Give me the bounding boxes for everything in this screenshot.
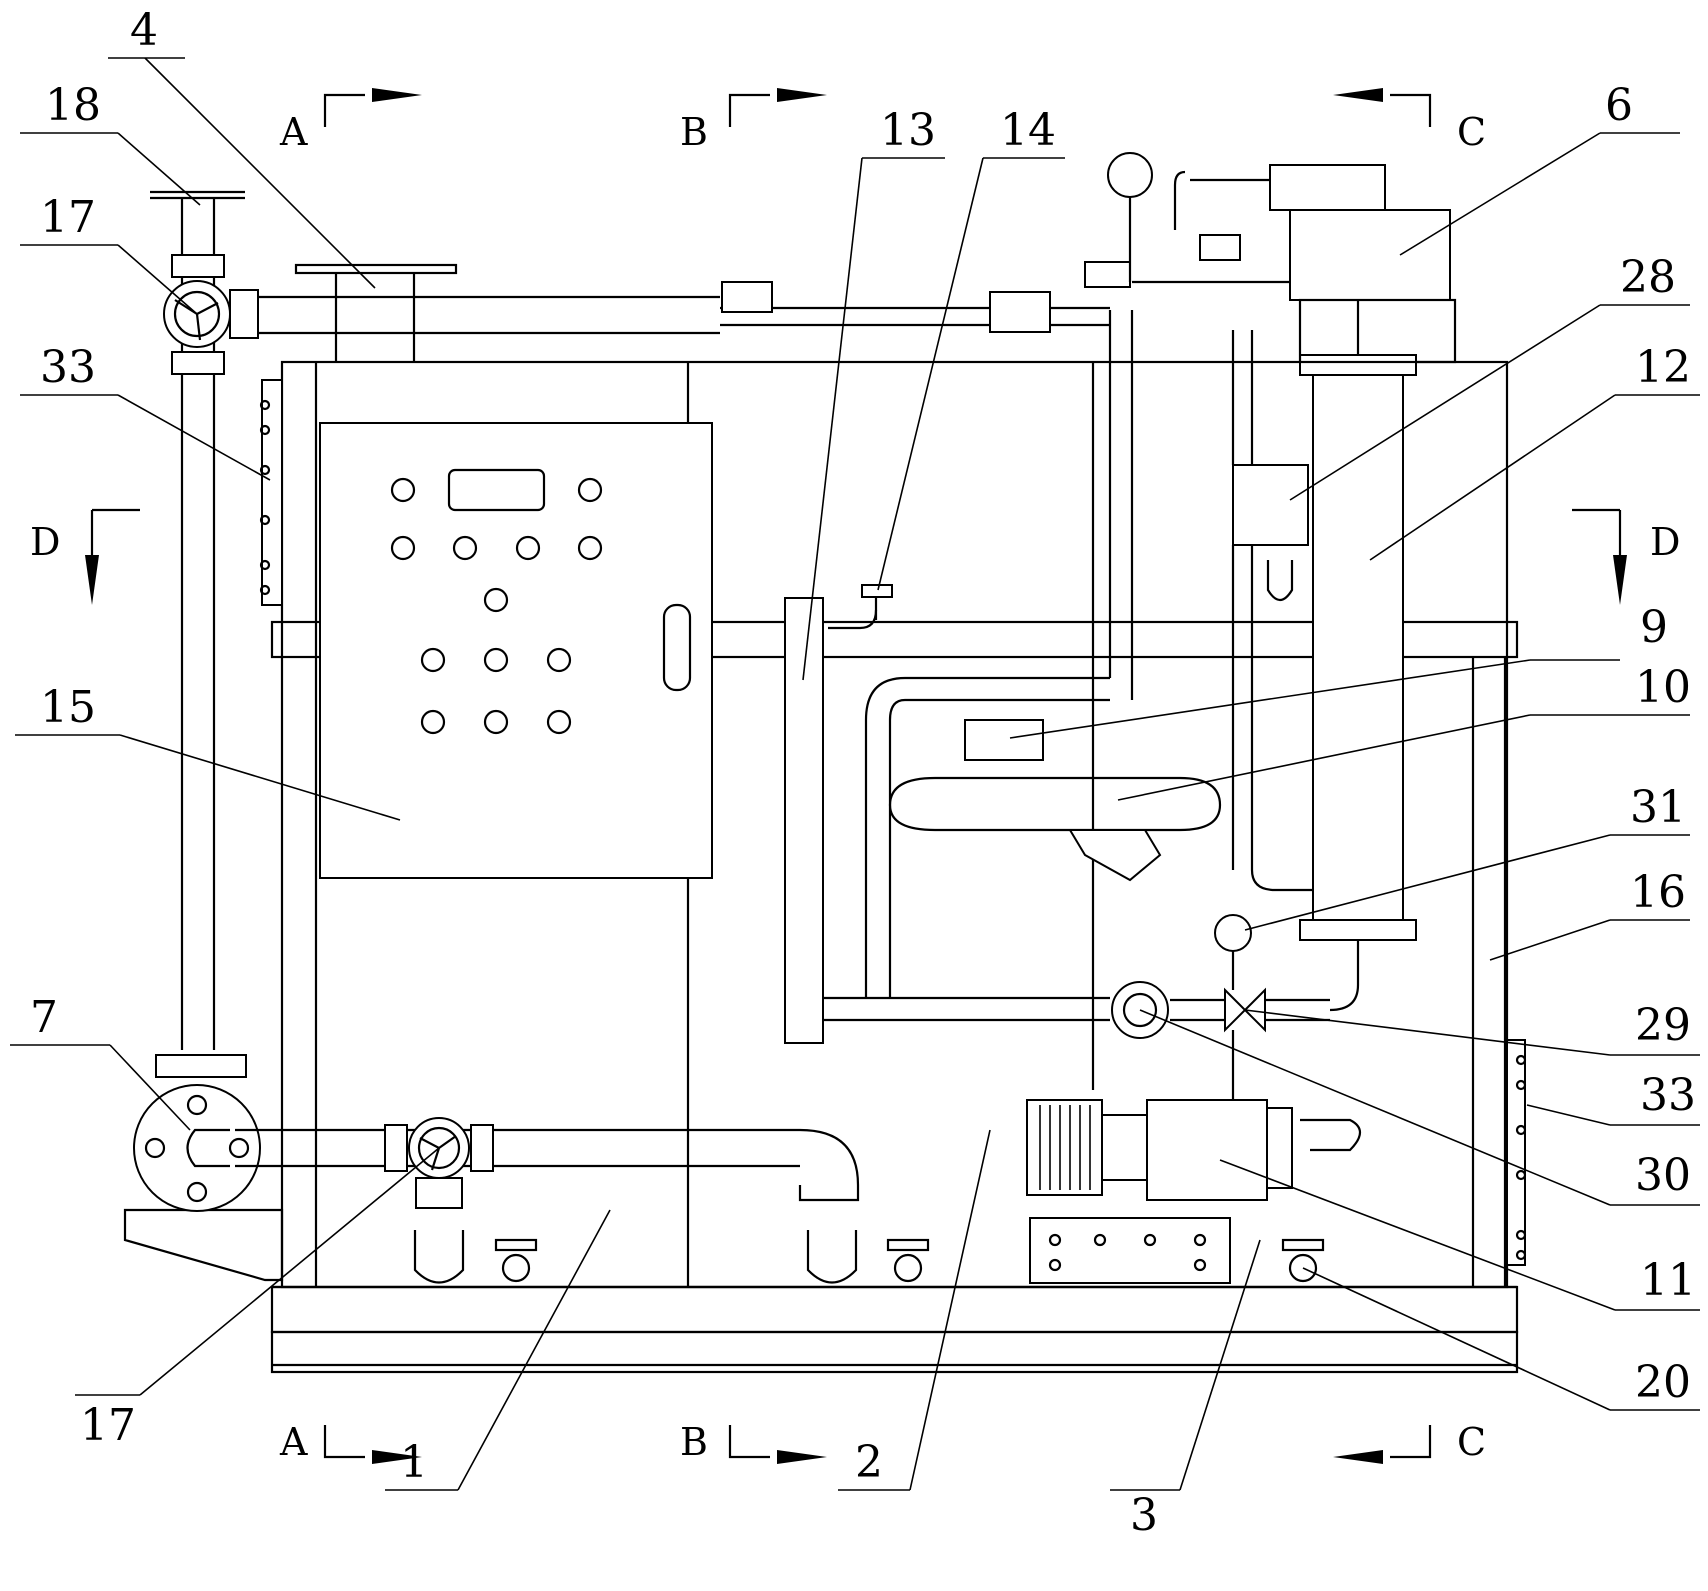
section-c-bottom: C [1457, 1420, 1486, 1464]
section-a-bottom: A [279, 1420, 308, 1464]
label-4: 4 [130, 5, 158, 56]
leader-lines [10, 57, 1700, 1491]
label-20: 20 [1635, 1357, 1691, 1408]
label-1: 1 [400, 1437, 428, 1488]
filter-column [1231, 330, 1417, 1012]
label-17-bottom: 17 [80, 1400, 136, 1451]
section-markers [85, 88, 1627, 1464]
left-riser-pipe [150, 190, 720, 1050]
label-33-left: 33 [40, 342, 96, 393]
top-piping [720, 152, 1457, 364]
label-14: 14 [1000, 105, 1056, 156]
strainer-assembly [888, 719, 1222, 882]
bottom-suction-pipe [133, 1054, 860, 1284]
section-d-right: D [1650, 520, 1680, 564]
pump [1026, 1099, 1362, 1284]
level-column [784, 310, 1134, 1044]
section-b-bottom: B [680, 1420, 708, 1464]
label-17-top: 17 [40, 192, 96, 243]
label-30: 30 [1635, 1150, 1691, 1201]
label-9: 9 [1640, 602, 1668, 653]
label-13: 13 [880, 105, 936, 156]
label-7: 7 [30, 992, 58, 1043]
section-d-left: D [30, 520, 60, 564]
label-31: 31 [1630, 782, 1686, 833]
label-33-right: 33 [1640, 1070, 1696, 1121]
side-ports [259, 379, 1527, 1266]
drain-taps [494, 1238, 1325, 1283]
label-12: 12 [1635, 342, 1691, 393]
label-15: 15 [40, 682, 96, 733]
label-6: 6 [1605, 80, 1633, 131]
label-10: 10 [1635, 662, 1691, 713]
label-28: 28 [1620, 252, 1676, 303]
label-16: 16 [1630, 867, 1686, 918]
label-2: 2 [855, 1437, 883, 1488]
cross-fitting [1111, 914, 1330, 1100]
label-29: 29 [1635, 1000, 1691, 1051]
label-3: 3 [1130, 1490, 1158, 1541]
control-cabinet [319, 422, 713, 879]
label-11: 11 [1640, 1255, 1696, 1306]
label-18: 18 [45, 80, 101, 131]
section-b-top: B [680, 110, 708, 154]
section-c-top: C [1457, 110, 1486, 154]
section-a-top: A [279, 110, 308, 154]
